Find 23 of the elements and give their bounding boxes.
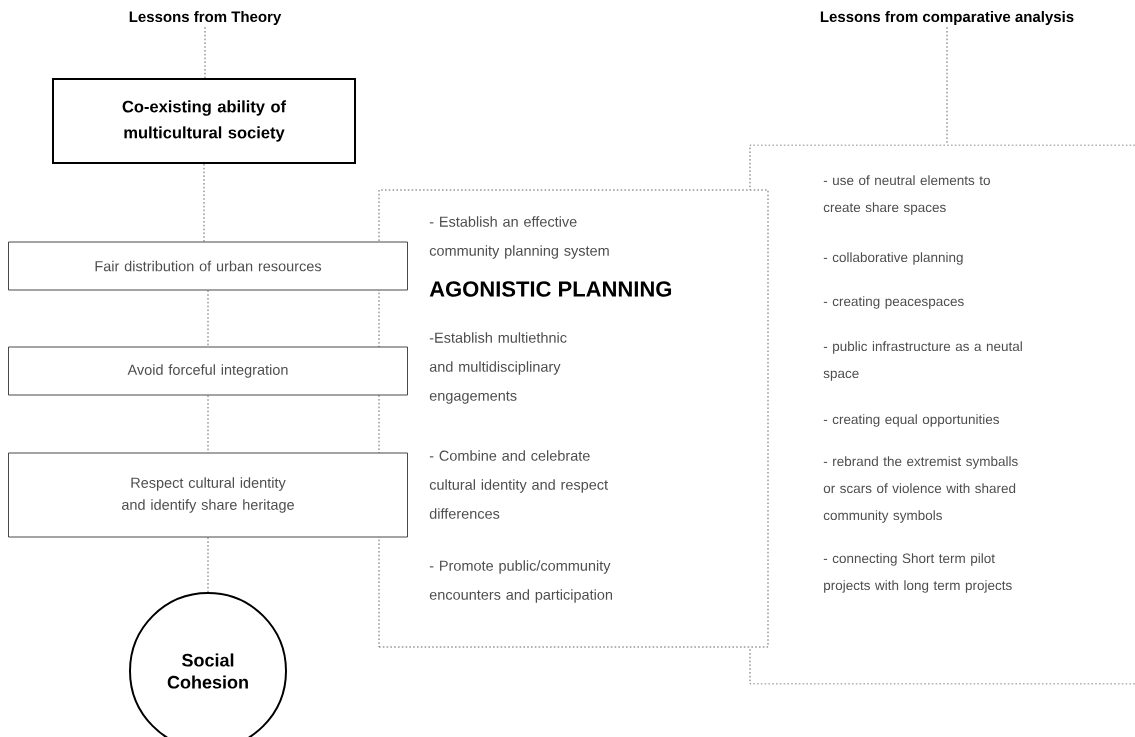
- connector-line: [204, 26, 206, 79]
- process-box: Avoid forceful integration: [8, 346, 408, 396]
- process-box: Fair distribution of urban resources: [8, 241, 408, 291]
- process-box: Respect cultural identity and identify share heritage: [8, 452, 408, 538]
- bullet-text: - Promote public/community encounters and participation: [429, 560, 612, 603]
- bullet-text: - creating equal opportunities: [823, 414, 1000, 427]
- process-box: Co-existing ability of multicultural society: [52, 78, 356, 164]
- heading: AGONISTIC PLANNING: [429, 281, 672, 297]
- bullet-text: - collaborative planning: [823, 252, 963, 265]
- connector-line: [207, 537, 209, 593]
- connector-line: [207, 395, 209, 453]
- bullet-text: - rebrand the extremist symballs or scars of violence with shared community symbols: [823, 456, 1018, 523]
- column-heading: Lessons from comparative analysis: [820, 11, 1074, 25]
- bullet-text: - connecting Short term pilot projects with long term projects: [823, 553, 1012, 593]
- column-heading: Lessons from Theory: [129, 11, 282, 25]
- bullet-text: - public infrastructure as a neutal space: [823, 341, 1022, 381]
- bullet-text: - Combine and celebrate cultural identity and respect differences: [429, 450, 608, 519]
- bullet-text: - creating peacespaces: [823, 296, 964, 309]
- connector-line: [207, 290, 209, 347]
- bullet-text: - Establish an effective community planning system: [429, 216, 609, 259]
- connector-line: [203, 163, 205, 242]
- bullet-text: -Establish multiethnic and multidisciplinary engagements: [429, 332, 567, 404]
- bullet-text: - use of neutral elements to create share spaces: [823, 175, 990, 215]
